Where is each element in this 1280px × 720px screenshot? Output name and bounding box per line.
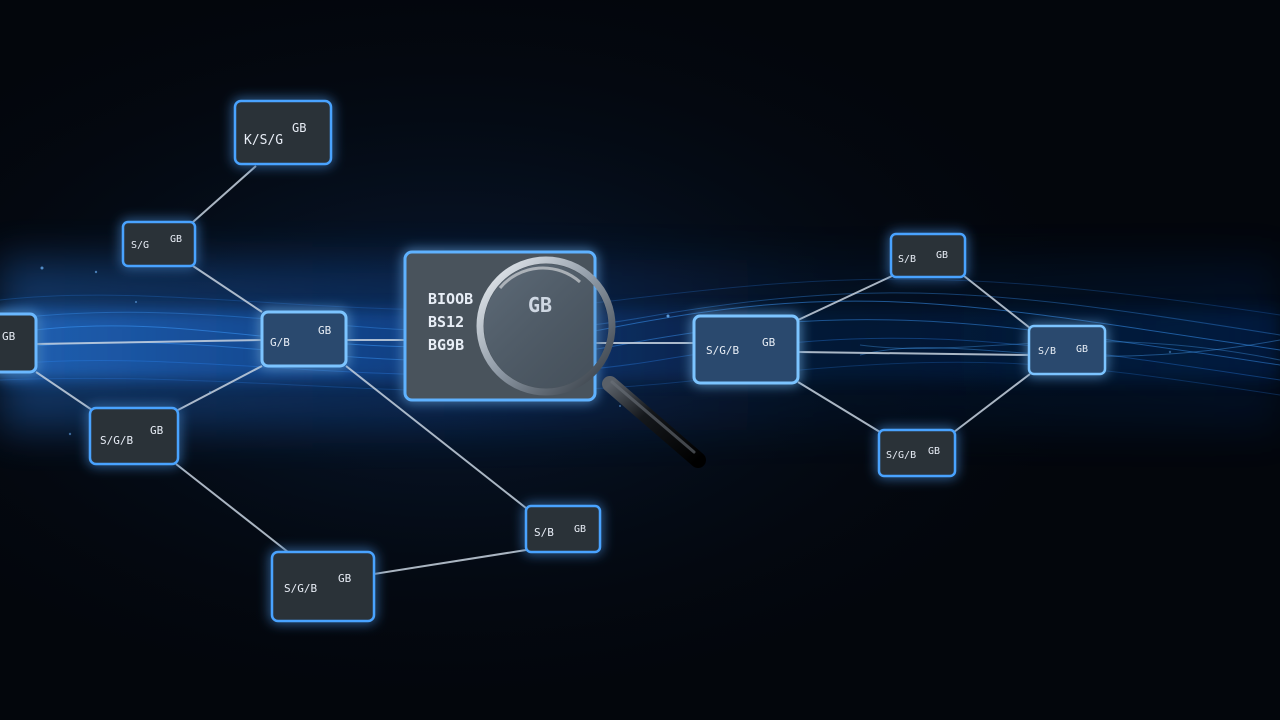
node-label: S/G/B (886, 450, 916, 461)
node-label: S/B (534, 526, 554, 539)
node-label: GB (1076, 344, 1088, 355)
network-node[interactable]: S/B GB (524, 504, 602, 554)
edge (797, 351, 1029, 356)
node-label: GB (928, 446, 940, 457)
network-node[interactable]: S/B GB (889, 232, 967, 279)
node-label: S/G/B (706, 344, 739, 357)
edge (373, 549, 527, 575)
node-label: S/G/B (100, 434, 133, 447)
node-label: GB (318, 324, 332, 337)
edges (35, 165, 1031, 575)
network-node[interactable]: G/B GB (260, 310, 348, 368)
node-label: S/B (1038, 346, 1056, 357)
nodes: K/S/G GB S/G GB GB G/B GB S/G/B GB S (0, 99, 1107, 623)
edge (192, 165, 257, 223)
edge (797, 381, 881, 433)
edge (175, 463, 289, 553)
node-label: GB (762, 336, 776, 349)
network-node[interactable]: S/G/B GB (270, 550, 376, 623)
magnifier-icon (476, 256, 706, 468)
particles (40, 266, 1172, 436)
node-label: GB (170, 234, 182, 245)
node-label: S/G (131, 240, 149, 251)
node-label: S/B (898, 254, 916, 265)
node-label: BS12 (428, 313, 464, 331)
node-label: GB (2, 330, 16, 343)
edge (345, 365, 527, 509)
network-node[interactable]: S/G/B GB (877, 428, 957, 478)
node-label: BIOOB (428, 290, 473, 308)
edge (192, 265, 263, 313)
network-node[interactable]: K/S/G GB (233, 99, 333, 166)
node-label: K/S/G (244, 133, 283, 148)
node-label: GB (338, 572, 352, 585)
edge (963, 275, 1031, 329)
node-label: GB (574, 524, 586, 535)
edge (177, 365, 263, 411)
network-node[interactable]: S/G GB (121, 220, 197, 268)
node-label: BG9B (428, 336, 464, 354)
network-node[interactable]: S/B GB (1027, 324, 1107, 376)
node-label: GB (936, 250, 948, 261)
node-label: GB (292, 121, 306, 135)
node-label: GB (150, 424, 164, 437)
node-label: G/B (270, 336, 290, 349)
edge (35, 339, 263, 345)
edge (797, 275, 893, 321)
edge (35, 371, 93, 411)
network-node[interactable]: S/G/B GB (692, 314, 800, 385)
network-node[interactable]: S/G/B GB (88, 406, 180, 466)
node-label: S/G/B (284, 582, 317, 595)
network-node[interactable]: GB (0, 312, 38, 374)
edge (953, 373, 1031, 433)
